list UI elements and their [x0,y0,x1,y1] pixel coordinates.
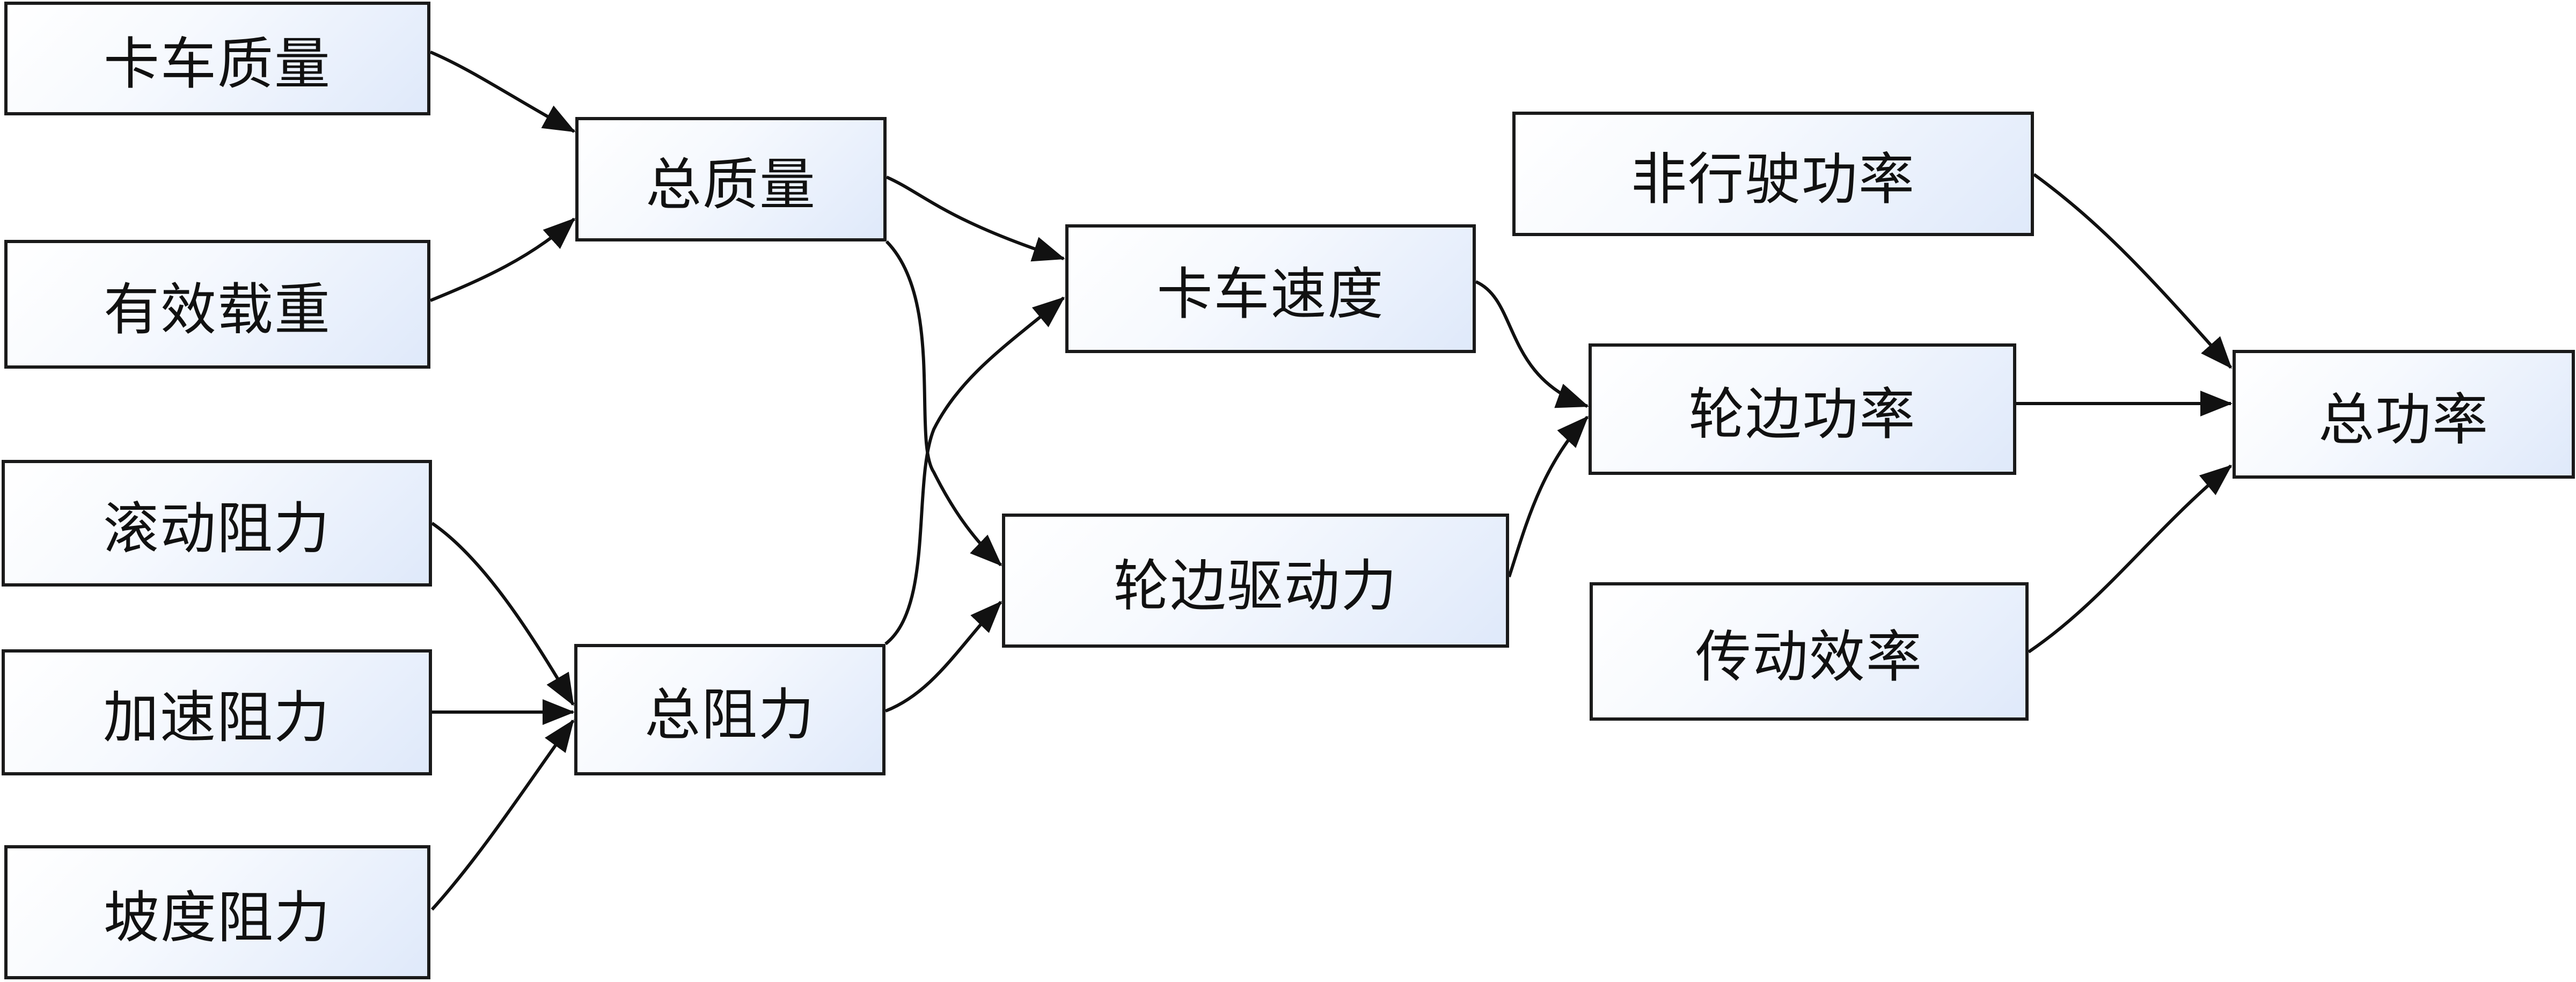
edge-truck-speed-to-wheel-power [1475,280,1589,408]
edge-non-driving-power-to-total-power [2033,173,2233,369]
node-total-resistance: 总阻力 [574,644,885,775]
node-total-power: 总功率 [2233,350,2575,479]
node-payload: 有效载重 [4,240,430,369]
edge-total-resistance-to-truck-speed [884,296,1065,646]
node-total-mass: 总质量 [575,117,887,241]
node-wheel-drive-force: 轮边驱动力 [1002,514,1509,648]
node-truck-speed: 卡车速度 [1065,224,1476,353]
node-rolling-resistance: 滚动阻力 [2,460,432,587]
edge-wheel-drive-force-to-wheel-power [1507,415,1589,577]
edge-transmission-efficiency-to-total-power [2028,464,2233,654]
node-wheel-power: 轮边功率 [1589,343,2016,475]
edge-truck-mass-to-total-mass [429,50,576,133]
edge-total-mass-to-truck-speed [885,175,1065,262]
node-non-driving-power: 非行驶功率 [1512,112,2034,236]
edge-payload-to-total-mass [429,217,576,302]
edge-rolling-resistance-to-total-resistance [431,522,575,706]
edge-total-resistance-to-wheel-drive-force [884,600,1002,713]
node-grade-resistance: 坡度阻力 [4,845,430,979]
node-acceleration-resistance: 加速阻力 [2,649,432,775]
edge-grade-resistance-to-total-resistance [430,719,575,911]
node-transmission-efficiency: 传动效率 [1590,582,2029,721]
edge-total-mass-to-wheel-drive-force [885,240,1002,567]
node-truck-mass: 卡车质量 [4,2,430,115]
